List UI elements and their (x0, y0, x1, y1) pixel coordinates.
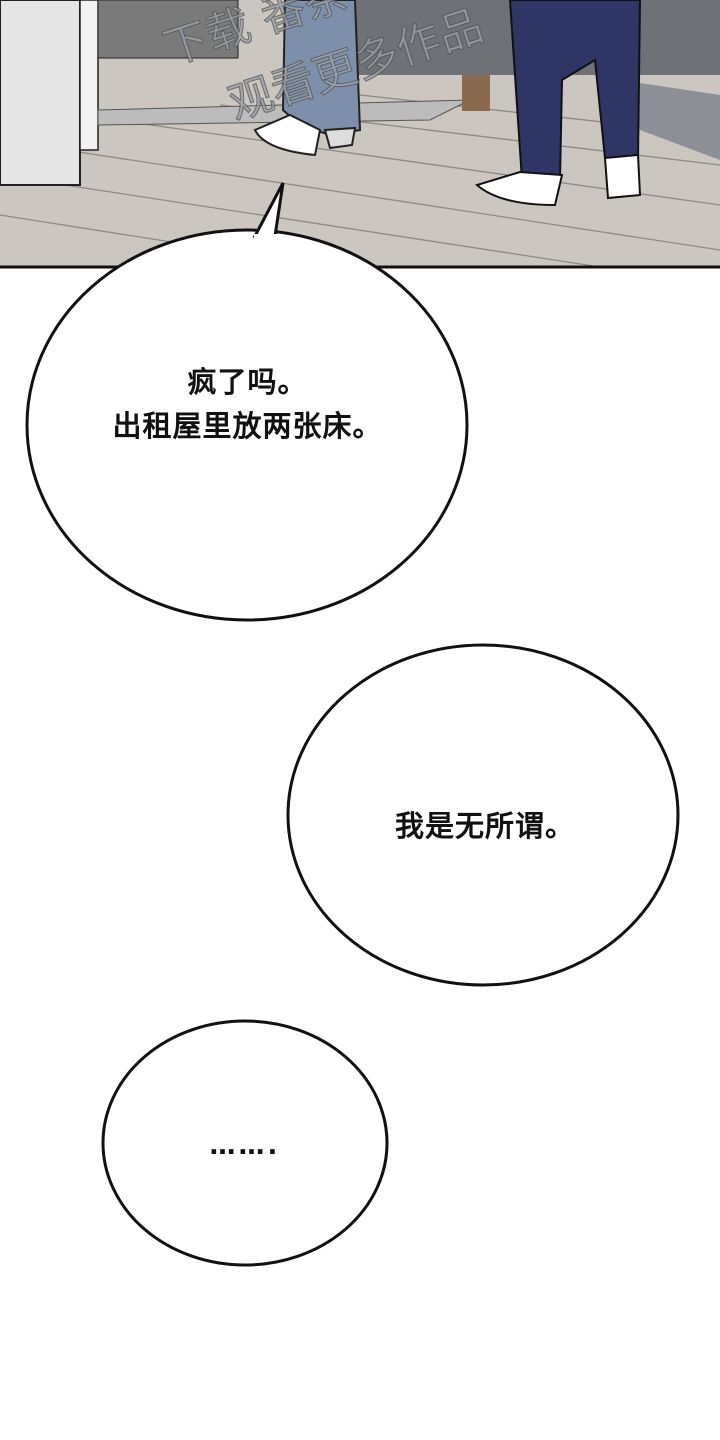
speech-bubble-2 (286, 643, 680, 987)
speech-bubble-1 (25, 182, 469, 622)
dialogue-line: 疯了吗。 (187, 365, 308, 399)
dialogue-line: ……. (209, 1131, 281, 1161)
bubble-2-text: 我是无所谓。 (300, 804, 670, 848)
dialogue-line: 我是无所谓。 (394, 809, 575, 843)
dialogue-line: 出租屋里放两张床。 (112, 409, 383, 443)
sock (474, 170, 564, 207)
sock (253, 113, 322, 157)
bubble-1-text: 疯了吗。 出租屋里放两张床。 (40, 360, 455, 448)
appliance (97, 0, 239, 59)
cabinet (0, 0, 81, 186)
couch-leg (462, 75, 490, 111)
speech-bubble-3 (101, 1019, 389, 1267)
bubble-3-text: ……. (150, 1124, 340, 1168)
top-panel: 下载 番茶 观看更多作品 (0, 0, 720, 269)
